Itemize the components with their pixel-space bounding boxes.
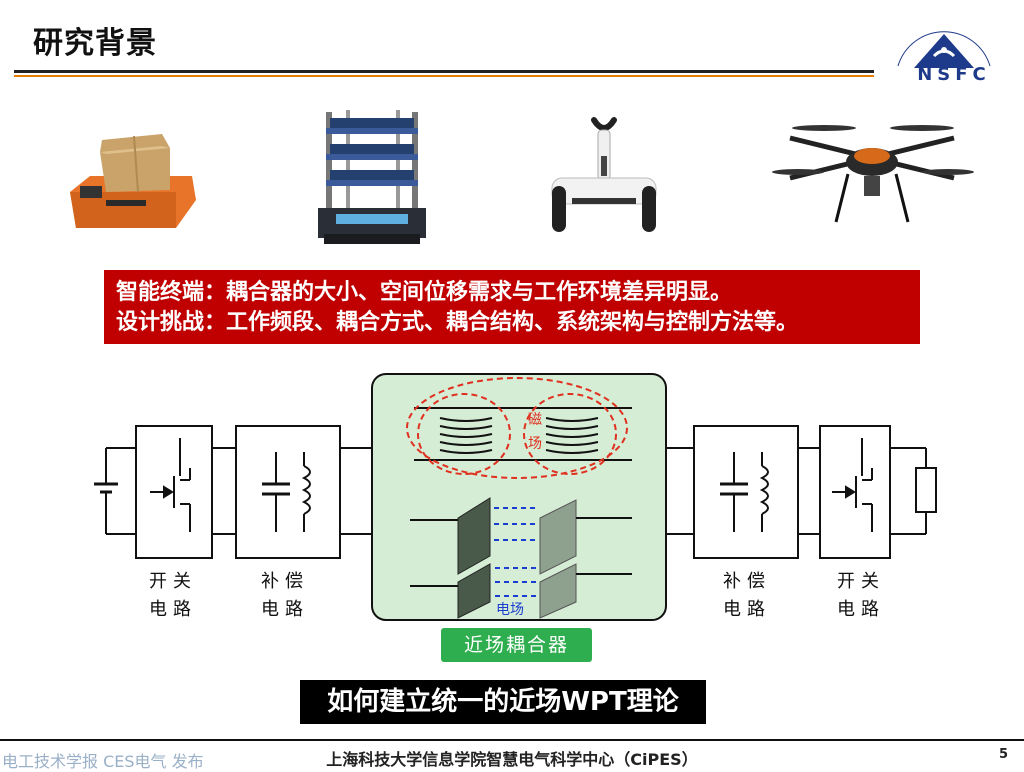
electric-field-label: 电场 bbox=[496, 602, 524, 618]
label-compensation-left: 补偿 电路 bbox=[250, 568, 320, 624]
label-compensation-right: 补偿 电路 bbox=[712, 568, 782, 624]
footer-rule bbox=[0, 739, 1024, 741]
header-rule bbox=[14, 70, 874, 73]
compensation-circuit-right bbox=[694, 426, 798, 558]
self-balancing-scooter-image bbox=[548, 116, 660, 234]
magnetic-field-label-1: 磁 bbox=[528, 412, 542, 428]
label-switch-left: 开关 电路 bbox=[138, 568, 208, 624]
label-switch-right: 开关 电路 bbox=[826, 568, 896, 624]
page-number: 5 bbox=[999, 747, 1008, 762]
load-resistor bbox=[916, 448, 936, 534]
banner-line-challenges: 设计挑战：工作频段、耦合方式、耦合结构、系统架构与控制方法等。 bbox=[116, 308, 908, 338]
agv-robot-image bbox=[66, 120, 200, 234]
wpt-theory-callout: 如何建立统一的近场WPT理论 bbox=[300, 680, 706, 724]
banner-line-terminals: 智能终端：耦合器的大小、空间位移需求与工作环境差异明显。 bbox=[116, 278, 908, 308]
dc-source bbox=[94, 448, 136, 534]
switch-circuit-right bbox=[820, 426, 890, 558]
challenge-banner: 智能终端：耦合器的大小、空间位移需求与工作环境差异明显。 设计挑战：工作频段、耦… bbox=[104, 270, 920, 344]
switch-circuit-left bbox=[136, 426, 212, 558]
magnetic-field-label-2: 场 bbox=[528, 436, 542, 452]
shelf-robot-image bbox=[316, 108, 428, 252]
footer-watermark: 电工技术学报 CES电气 发布 bbox=[2, 748, 204, 772]
compensation-circuit-left bbox=[236, 426, 340, 558]
coupler-region bbox=[372, 374, 666, 620]
page-title: 研究背景 bbox=[33, 18, 157, 62]
nsfc-letters: NSFC bbox=[904, 64, 1004, 85]
drone-image bbox=[770, 118, 974, 226]
coupler-label: 近场耦合器 bbox=[441, 628, 592, 662]
header-rule-accent bbox=[14, 75, 874, 77]
